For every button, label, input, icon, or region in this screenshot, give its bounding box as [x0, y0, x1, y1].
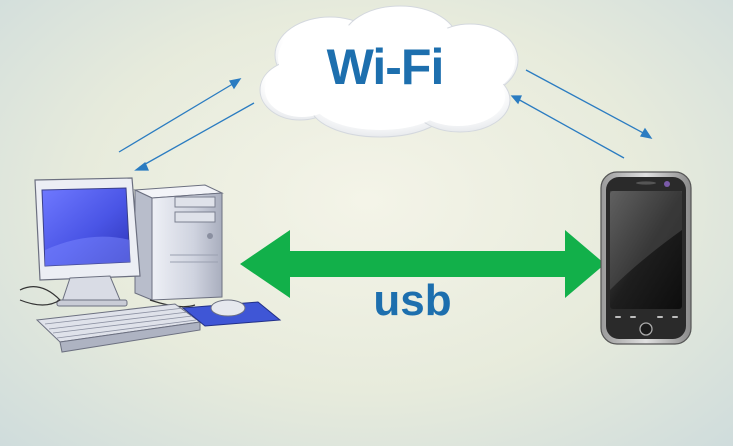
keyboard-icon	[35, 303, 202, 353]
pc-tower	[133, 184, 224, 301]
wifi-label: Wi-Fi	[326, 39, 445, 95]
wifi-link-arrows-right	[510, 69, 653, 159]
cable	[19, 286, 61, 306]
smartphone-icon	[600, 171, 692, 345]
wifi-link-arrows-left	[118, 78, 255, 171]
desktop-computer-icon	[19, 177, 282, 353]
phone-nav-buttons	[615, 316, 678, 318]
mouse-icon	[181, 299, 282, 327]
phone-trackball	[639, 322, 653, 336]
usb-label: usb	[373, 276, 452, 325]
usb-double-arrow	[240, 230, 605, 298]
pc-monitor	[34, 177, 141, 307]
cloud-icon	[259, 5, 519, 138]
